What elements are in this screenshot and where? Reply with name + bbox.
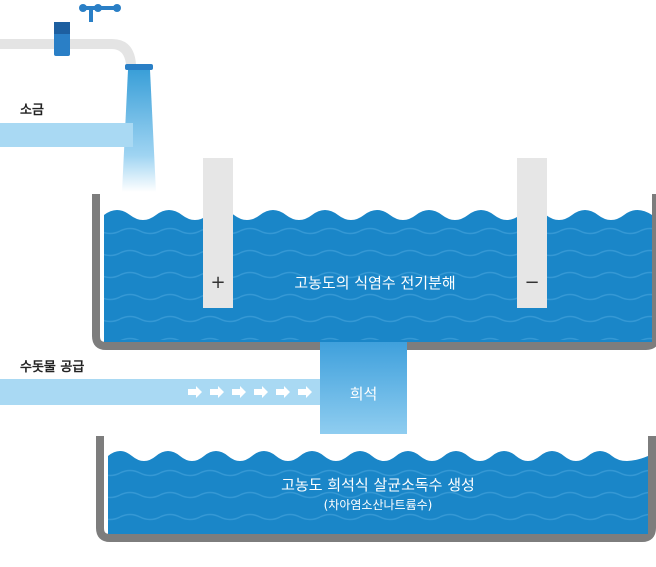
dilution-channel	[320, 342, 407, 434]
cathode-electrode	[517, 158, 547, 308]
product-label: 고농도 희석식 살균소독수 생성	[281, 476, 475, 494]
minus-sign: −	[524, 272, 540, 293]
tap-water-pipe	[0, 379, 320, 405]
faucet-icon	[0, 4, 153, 70]
anode-electrode	[203, 158, 233, 308]
plus-sign: +	[210, 272, 226, 293]
salt-label: 소금	[20, 103, 44, 118]
product-sublabel: (차아염소산나트륨수)	[323, 498, 433, 512]
arrow-right-icon	[188, 386, 312, 398]
dilution-label: 희석	[349, 385, 378, 403]
product-tank	[96, 436, 656, 542]
tap-water-label: 수돗물 공급	[20, 360, 85, 375]
electrolysis-label: 고농도의 식염수 전기분해	[294, 274, 456, 292]
water-stream	[122, 70, 156, 192]
salt-supply-pipe	[0, 123, 133, 147]
